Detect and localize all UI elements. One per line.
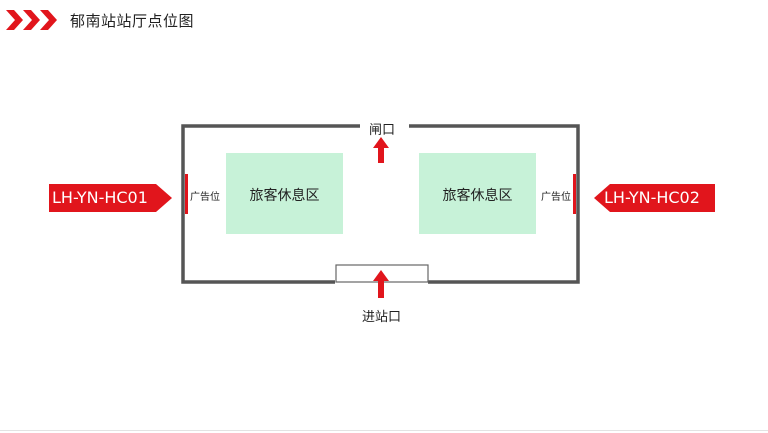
up-arrow-icon — [373, 270, 389, 298]
ad-spot-left-label: 广告位 — [190, 192, 220, 203]
page-title: 郁南站站厅点位图 — [70, 11, 195, 30]
ad-spot-right-marker — [573, 174, 576, 214]
triple-chevron-right-icon — [6, 10, 57, 30]
wall-left — [181, 124, 360, 284]
point-label-hc02: LH-YN-HC02 — [604, 188, 700, 207]
bottom-divider — [0, 430, 768, 431]
hall-walls — [181, 124, 580, 284]
ad-spot-right-label: 广告位 — [541, 192, 571, 203]
rest-zone-right — [419, 153, 536, 234]
gate-label: 闸口 — [369, 123, 396, 138]
rest-zone-left-label: 旅客休息区 — [249, 188, 320, 204]
ad-spot-left-marker — [185, 174, 188, 214]
point-tag-hc01 — [49, 184, 172, 212]
up-arrow-icon — [373, 137, 389, 163]
point-label-hc01: LH-YN-HC01 — [52, 188, 148, 207]
header: 郁南站站厅点位图 — [6, 8, 194, 32]
point-tag-hc02 — [594, 184, 715, 212]
entrance-label: 进站口 — [362, 310, 402, 325]
wall-right — [409, 124, 580, 284]
rest-zone-left — [226, 153, 343, 234]
rest-zone-right-label: 旅客休息区 — [442, 188, 513, 204]
